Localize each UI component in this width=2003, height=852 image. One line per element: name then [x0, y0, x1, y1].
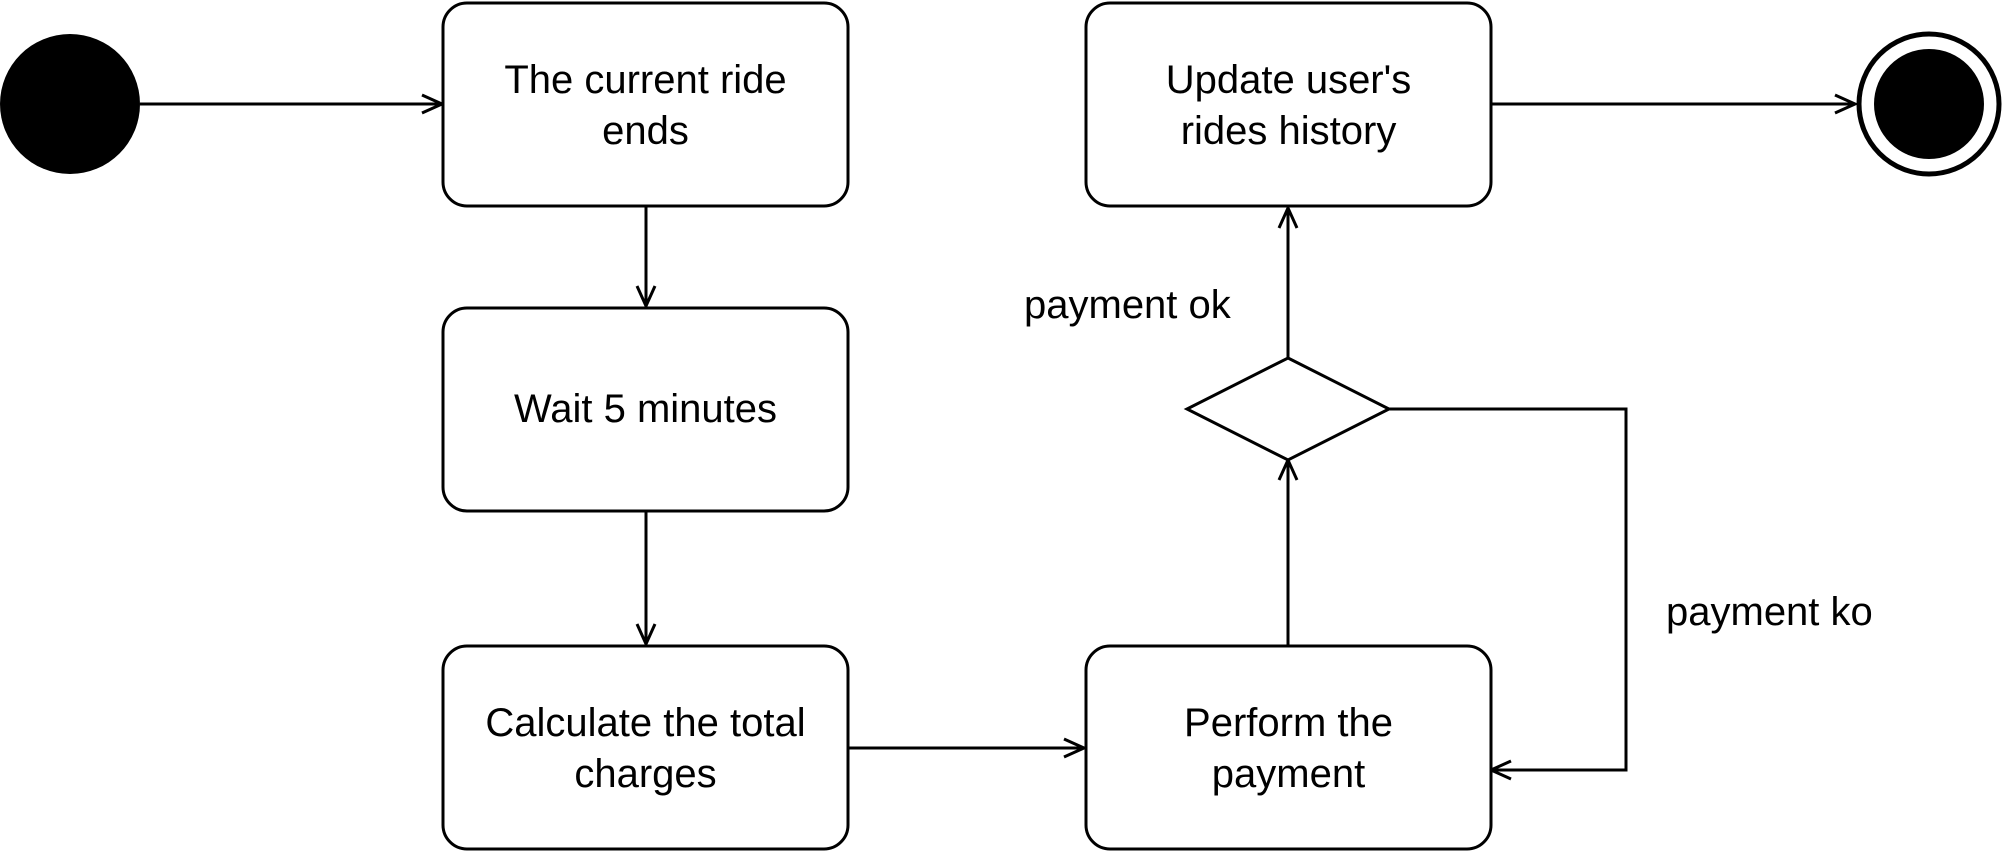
activity-perform-payment: Perform the payment — [1084, 644, 1493, 851]
decision-node — [1183, 356, 1393, 462]
activity-wait-5-minutes: Wait 5 minutes — [441, 306, 850, 513]
activity-calculate-total-charges: Calculate the total charges — [441, 644, 850, 851]
activity-update-rides-history: Update user's rides history — [1084, 1, 1493, 208]
activity-calculate-total-charges-line2: charges — [574, 752, 716, 796]
activity-calculate-total-charges-line1: Calculate the total — [485, 701, 805, 745]
activity-perform-payment-line1: Perform the — [1184, 701, 1393, 745]
final-node — [1856, 31, 2002, 177]
activity-update-rides-history-line1: Update user's — [1166, 58, 1412, 102]
label-payment-ko: payment ko — [1666, 590, 1873, 634]
activity-wait-5-minutes-label: Wait 5 minutes — [514, 387, 777, 431]
activity-current-ride-ends-line1: The current ride — [504, 58, 786, 102]
activity-update-rides-history-line2: rides history — [1181, 109, 1397, 153]
activity-perform-payment-line2: payment — [1212, 752, 1365, 796]
label-payment-ok: payment ok — [1024, 283, 1232, 327]
initial-node — [0, 34, 140, 174]
edge-decision-to-perform-retry — [1389, 407, 1628, 781]
activity-current-ride-ends-line2: ends — [602, 109, 689, 153]
activity-current-ride-ends: The current ride ends — [441, 1, 850, 208]
